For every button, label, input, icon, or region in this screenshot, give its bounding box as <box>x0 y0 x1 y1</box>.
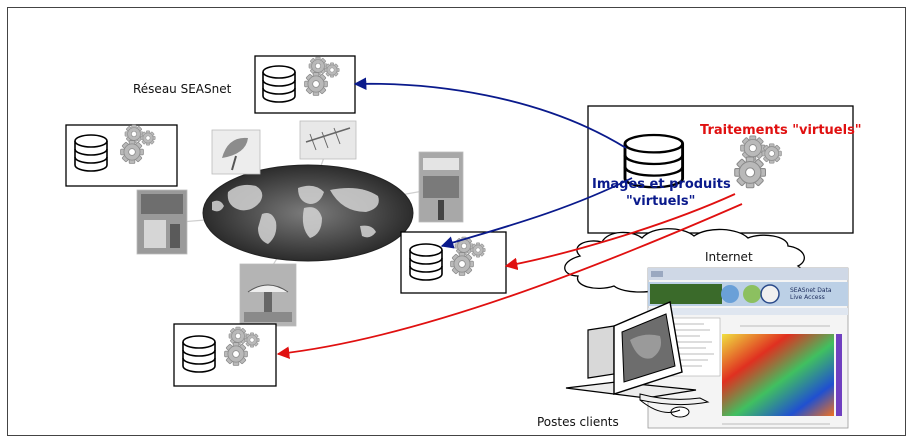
red-arrow-to-bottom-node <box>276 203 743 359</box>
site-photo-station <box>136 189 188 255</box>
screenshot-title-line2: Live Access <box>790 294 825 301</box>
virtual-server-box <box>587 105 854 234</box>
site-photo-radar <box>239 263 297 327</box>
site-photo-satellite-dish <box>211 129 261 175</box>
world-map <box>202 164 414 262</box>
node-bottom <box>173 323 277 387</box>
node-left <box>65 124 178 187</box>
outer-frame <box>7 7 906 436</box>
client-computer <box>565 301 710 418</box>
node-top <box>254 55 356 114</box>
network-label: Réseau SEASnet <box>133 82 232 96</box>
virtual-images-label-line2: "virtuels" <box>626 194 695 209</box>
node-middle <box>400 231 507 294</box>
virtual-images-label-line1: Images et produits <box>592 177 731 192</box>
blue-arrow-to-top-node <box>353 77 627 149</box>
screenshot-title-line1: SEASnet Data <box>790 287 832 294</box>
virtual-treatments-label: Traitements "virtuels" <box>700 123 862 138</box>
site-photo-antenna <box>299 120 357 160</box>
clients-label: Postes clients <box>537 415 619 429</box>
web-app-screenshot: SEASnet Data Live Access <box>647 267 849 429</box>
internet-label: Internet <box>705 250 753 264</box>
red-arrow-to-middle-node <box>504 193 736 271</box>
blue-arrow-to-middle-node <box>440 177 633 249</box>
site-photo-building <box>418 151 464 223</box>
